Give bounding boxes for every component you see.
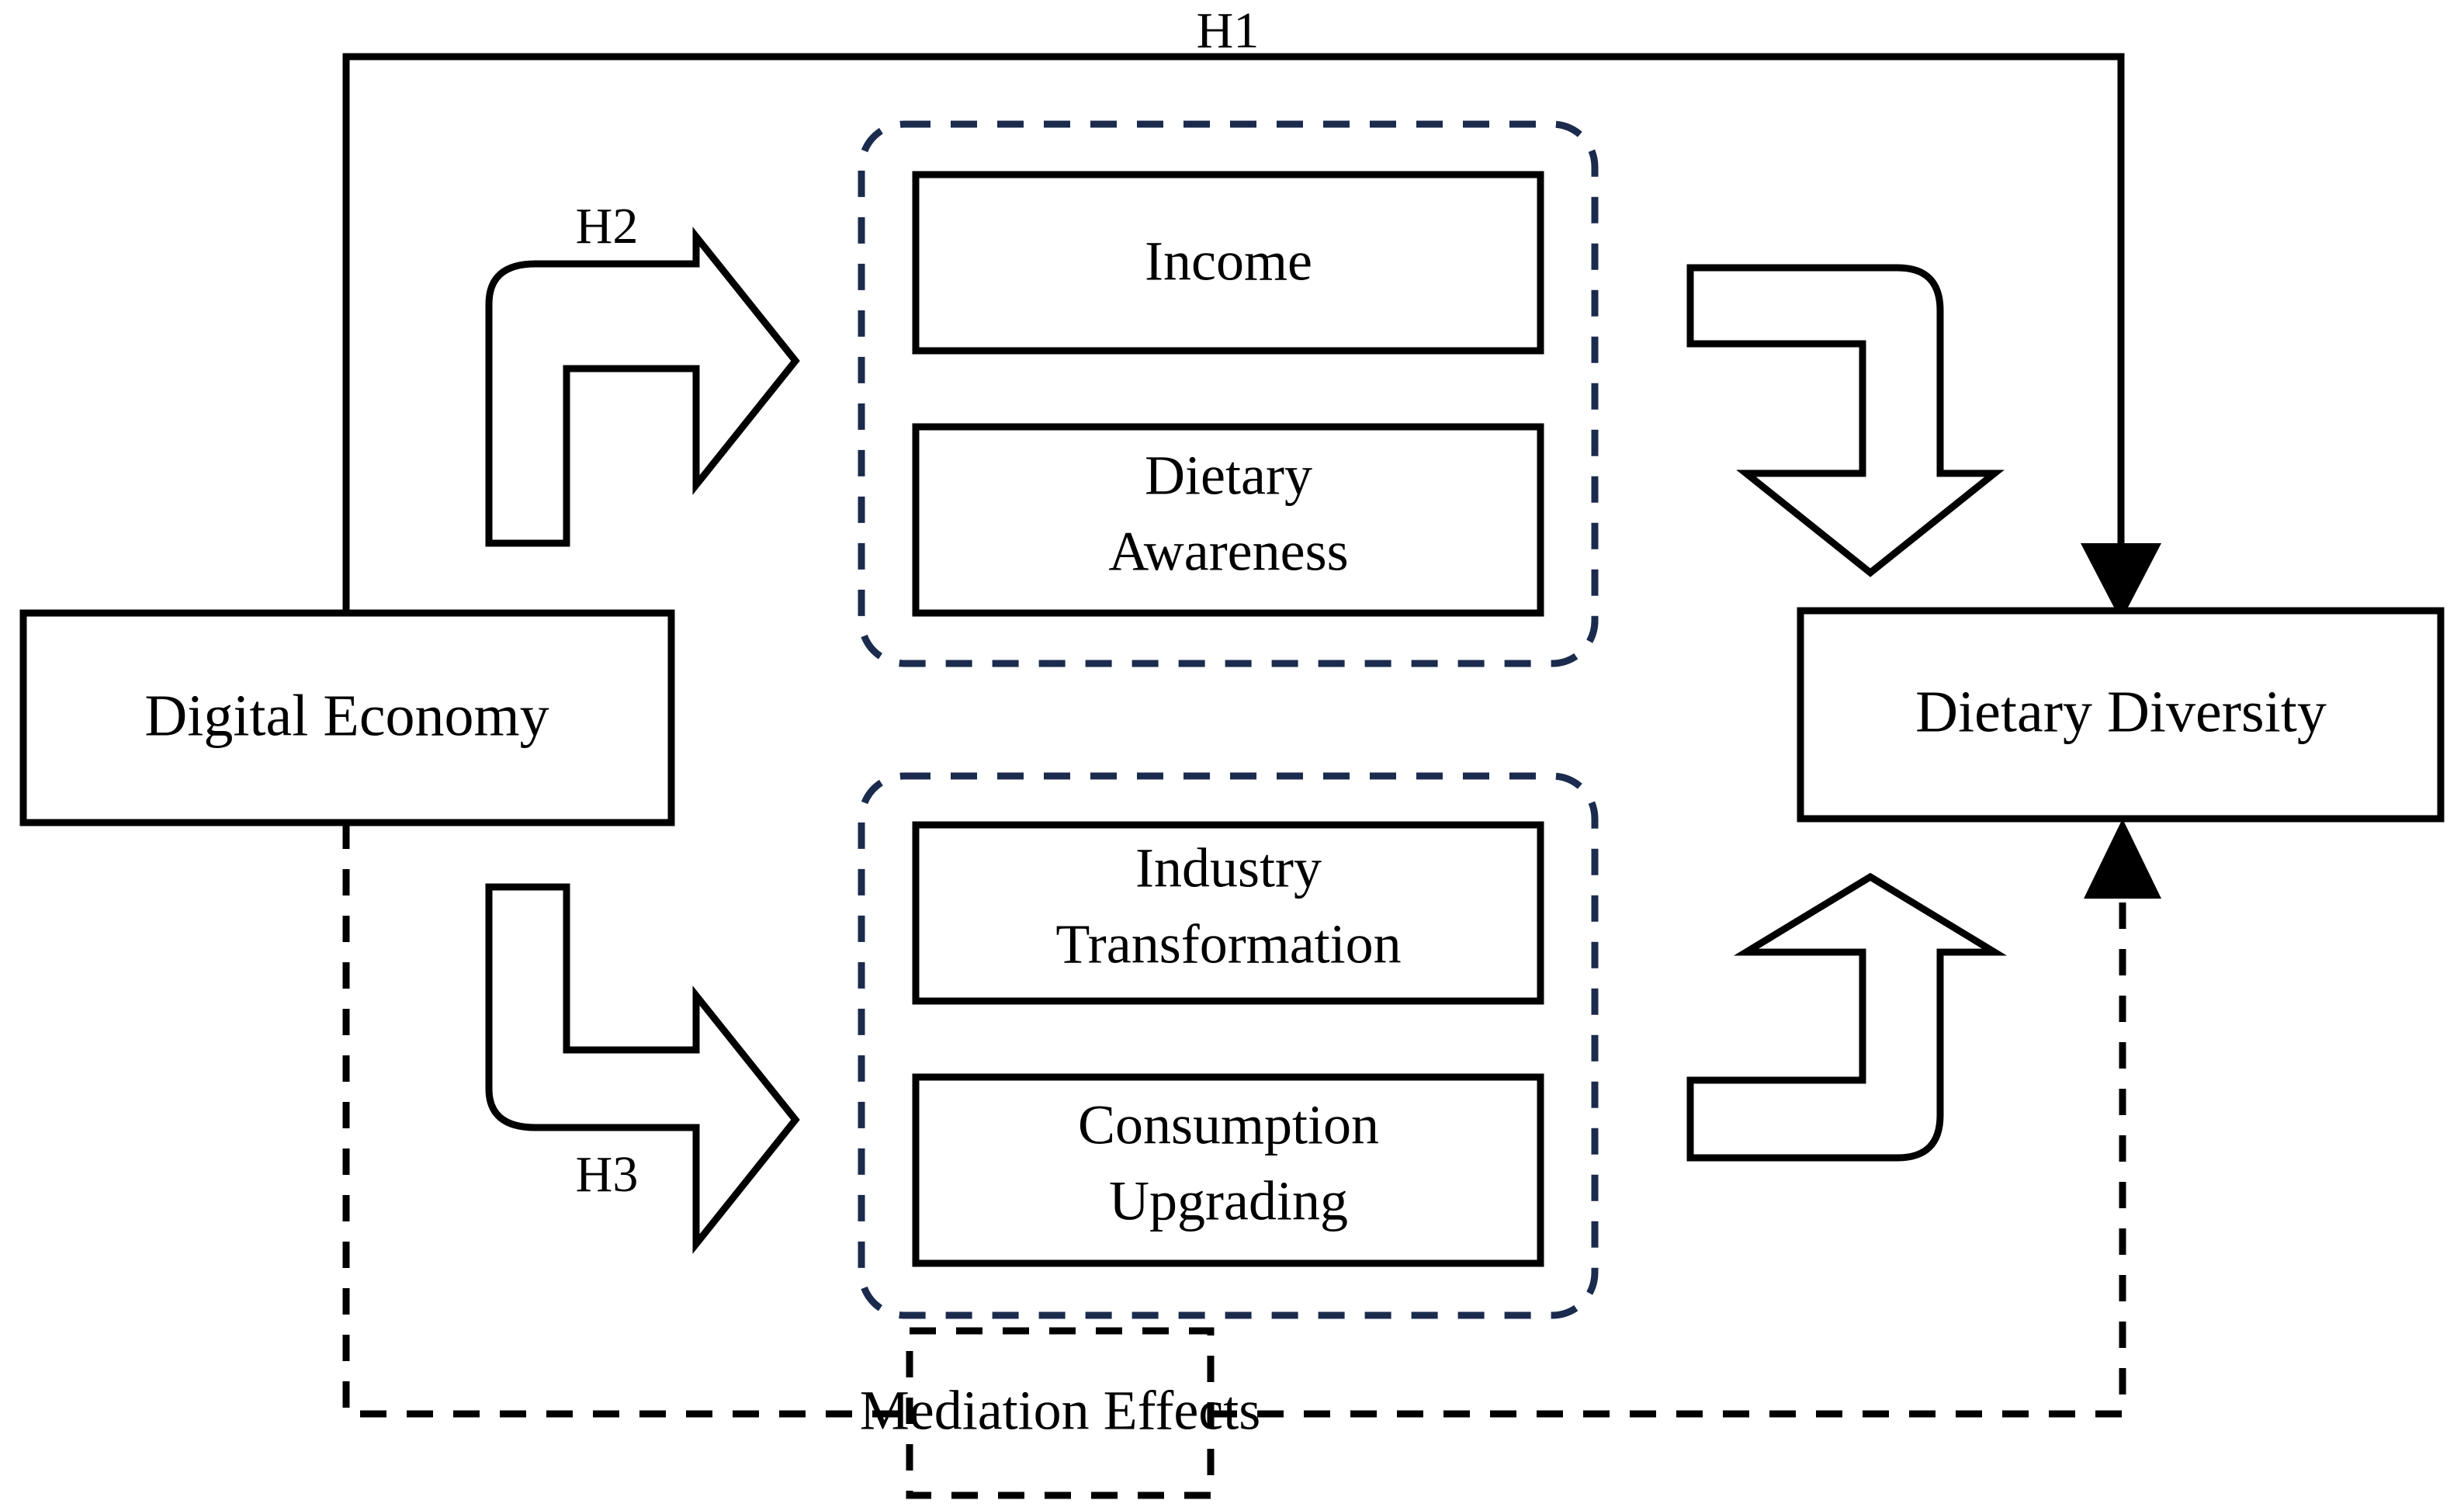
h2-block-arrow[interactable]: H2 [485,198,800,547]
industry-transformation-label-line1: Industry [1135,837,1322,899]
lower-mediator-to-outcome-arrow[interactable] [1686,872,2008,1162]
dietary-awareness-label-line1: Dietary [1145,445,1312,507]
mediation-dashed-connector [342,819,2161,1418]
mediator-group-upper: Income Dietary Awareness [858,120,1599,667]
mediation-effects-label: Mediation Effects [860,1380,1261,1442]
h3-arrow-shape[interactable] [485,883,800,1254]
digital-economy-label: Digital Economy [144,683,549,748]
mediator-group-lower-outline [858,772,1599,1319]
consumption-upgrading-box[interactable] [912,1073,1544,1267]
income-node[interactable]: Income [912,171,1544,355]
industry-transformation-label-line2: Transformation [1055,913,1401,975]
h2-label: H2 [576,198,639,255]
consumption-upgrading-node[interactable]: Consumption Upgrading [912,1073,1544,1267]
mediator-group-lower: Industry Transformation Consumption Upgr… [858,772,1599,1319]
industry-transformation-box[interactable] [912,821,1544,1005]
h3-label: H3 [576,1146,639,1203]
dietary-awareness-box[interactable] [912,423,1544,617]
upper-mediator-to-outcome-arrow[interactable] [1686,264,2005,577]
mediation-dashed-right-segment [1211,885,2126,1418]
digital-economy-box[interactable] [19,609,675,826]
dietary-diversity-label: Dietary Diversity [1915,679,2327,744]
dietary-diversity-node[interactable]: Dietary Diversity [1797,607,2445,823]
mediation-arrowhead-icon [2084,819,2161,899]
upper-connector-arrow-shape[interactable] [1686,264,2005,577]
income-box[interactable] [912,171,1544,355]
h1-label: H1 [1197,2,1260,59]
consumption-upgrading-label-line1: Consumption [1078,1094,1379,1156]
lower-connector-arrow-shape[interactable] [1686,872,2008,1162]
h1-arrowhead-icon [2081,543,2161,621]
h1-connector-line [342,53,2125,823]
dietary-awareness-node[interactable]: Dietary Awareness [912,423,1544,617]
mediation-effects-box[interactable] [906,1327,1215,1499]
h2-arrow-shape[interactable] [485,227,800,547]
consumption-upgrading-label-line2: Upgrading [1109,1170,1348,1232]
dietary-awareness-label-line2: Awareness [1108,521,1348,583]
h3-block-arrow[interactable]: H3 [485,883,800,1254]
h1-connector [342,53,2161,823]
mediation-dashed-left-segment [342,823,908,1418]
dietary-diversity-box[interactable] [1797,607,2445,823]
mediator-group-upper-outline [858,120,1599,667]
income-label: Income [1145,230,1312,293]
mediation-effects-node[interactable]: Mediation Effects [860,1327,1261,1499]
digital-economy-node[interactable]: Digital Economy [19,609,675,826]
industry-transformation-node[interactable]: Industry Transformation [912,821,1544,1005]
